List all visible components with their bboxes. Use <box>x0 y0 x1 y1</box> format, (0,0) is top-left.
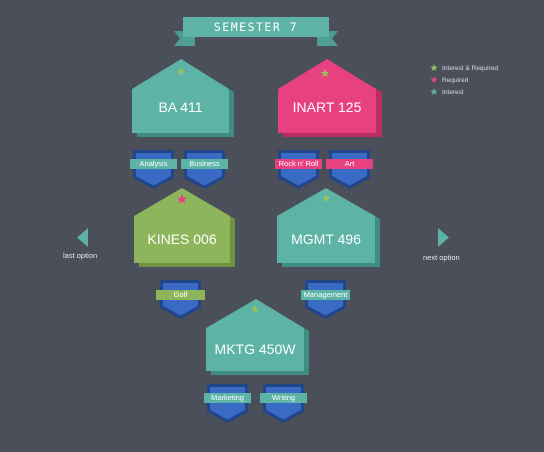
arrow-right-icon[interactable] <box>438 228 449 247</box>
next-option-label[interactable]: next option <box>423 253 460 262</box>
course-code: KINES 006 <box>147 231 217 247</box>
tag-label: Rock n' Roll <box>278 159 319 168</box>
prev-option-label[interactable]: last option <box>63 251 98 260</box>
tag-label: Management <box>303 290 348 299</box>
tag-label: Analysis <box>139 159 168 168</box>
tag-label: Art <box>344 159 355 168</box>
star-icon <box>321 194 331 202</box>
legend-star-icon <box>430 64 438 71</box>
course-house-kines-006[interactable] <box>134 188 235 267</box>
tag-label: Business <box>189 159 220 168</box>
tag-label: Golf <box>173 290 188 299</box>
star-icon <box>176 194 188 204</box>
course-house-ba-411[interactable] <box>132 59 234 137</box>
legend-label: Interest & Required <box>442 64 499 72</box>
tag-label: Writing <box>271 393 296 402</box>
legend-label: Interest <box>442 88 464 96</box>
course-code: MGMT 496 <box>291 231 361 247</box>
tag-shields <box>133 150 370 423</box>
legend-item: Required <box>442 74 468 86</box>
legend-star-icon <box>430 88 438 95</box>
arrow-left-icon[interactable] <box>77 228 88 247</box>
star-icon <box>320 69 330 77</box>
course-code: INART 125 <box>292 99 362 115</box>
legend-star-icon <box>430 76 438 83</box>
course-house-inart-125[interactable] <box>278 59 382 137</box>
star-icon <box>250 305 260 313</box>
course-house-mgmt-496[interactable] <box>277 188 380 267</box>
course-code: BA 411 <box>158 99 203 115</box>
course-house-mktg-450w[interactable] <box>206 299 309 375</box>
legend-item: Interest <box>442 86 464 98</box>
star-icon <box>176 67 186 75</box>
tag-label: Marketing <box>211 393 244 402</box>
tag-ribbons <box>130 159 373 403</box>
legend-label: Required <box>442 76 469 84</box>
page-title: SEMESTER 7 <box>213 20 299 34</box>
legend-item: Interest & Required <box>442 62 498 74</box>
semester-banner <box>174 17 338 46</box>
course-code: MKTG 450W <box>214 341 296 357</box>
